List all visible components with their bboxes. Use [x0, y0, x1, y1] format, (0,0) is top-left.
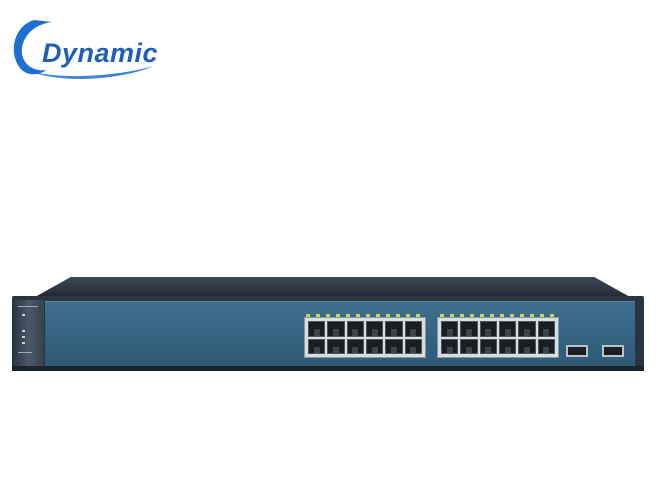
rj45-port: [518, 338, 536, 354]
rj45-port: [366, 321, 384, 337]
rj45-port: [346, 321, 364, 337]
rj45-port: [537, 321, 555, 337]
status-led: [22, 336, 25, 338]
port-led-bar: [440, 314, 556, 317]
sfp-port: [566, 345, 588, 357]
status-led: [22, 330, 25, 332]
vendor-mark: [18, 306, 38, 307]
rj45-port: [366, 338, 384, 354]
status-led: [22, 314, 25, 316]
sfp-port: [602, 345, 624, 357]
rj45-port-block-right: [437, 317, 559, 358]
dynamic-logo: Dynamic: [6, 12, 159, 82]
rj45-port: [460, 321, 478, 337]
rj45-port: [479, 321, 497, 337]
rj45-port: [460, 338, 478, 354]
rj45-port: [327, 321, 345, 337]
rj45-port: [441, 338, 459, 354]
rj45-port-block-left: [304, 317, 426, 358]
rj45-port: [385, 321, 403, 337]
status-led: [22, 342, 25, 344]
mode-button: [18, 352, 32, 353]
rj45-port: [308, 321, 326, 337]
port-led-bar: [306, 314, 424, 317]
rj45-port: [308, 338, 326, 354]
logo-text: Dynamic: [42, 38, 159, 68]
rj45-port: [404, 321, 422, 337]
rj45-port: [518, 321, 536, 337]
rj45-port: [404, 338, 422, 354]
rj45-port: [346, 338, 364, 354]
rj45-port: [479, 338, 497, 354]
rj45-port: [385, 338, 403, 354]
rj45-port: [499, 338, 517, 354]
rj45-port: [499, 321, 517, 337]
left-bezel: [14, 300, 44, 368]
logo-swoosh-icon: [13, 20, 154, 79]
rj45-port: [441, 321, 459, 337]
rj45-port: [327, 338, 345, 354]
chassis-top: [35, 277, 630, 297]
rj45-port: [537, 338, 555, 354]
chassis-bottom: [12, 366, 644, 371]
